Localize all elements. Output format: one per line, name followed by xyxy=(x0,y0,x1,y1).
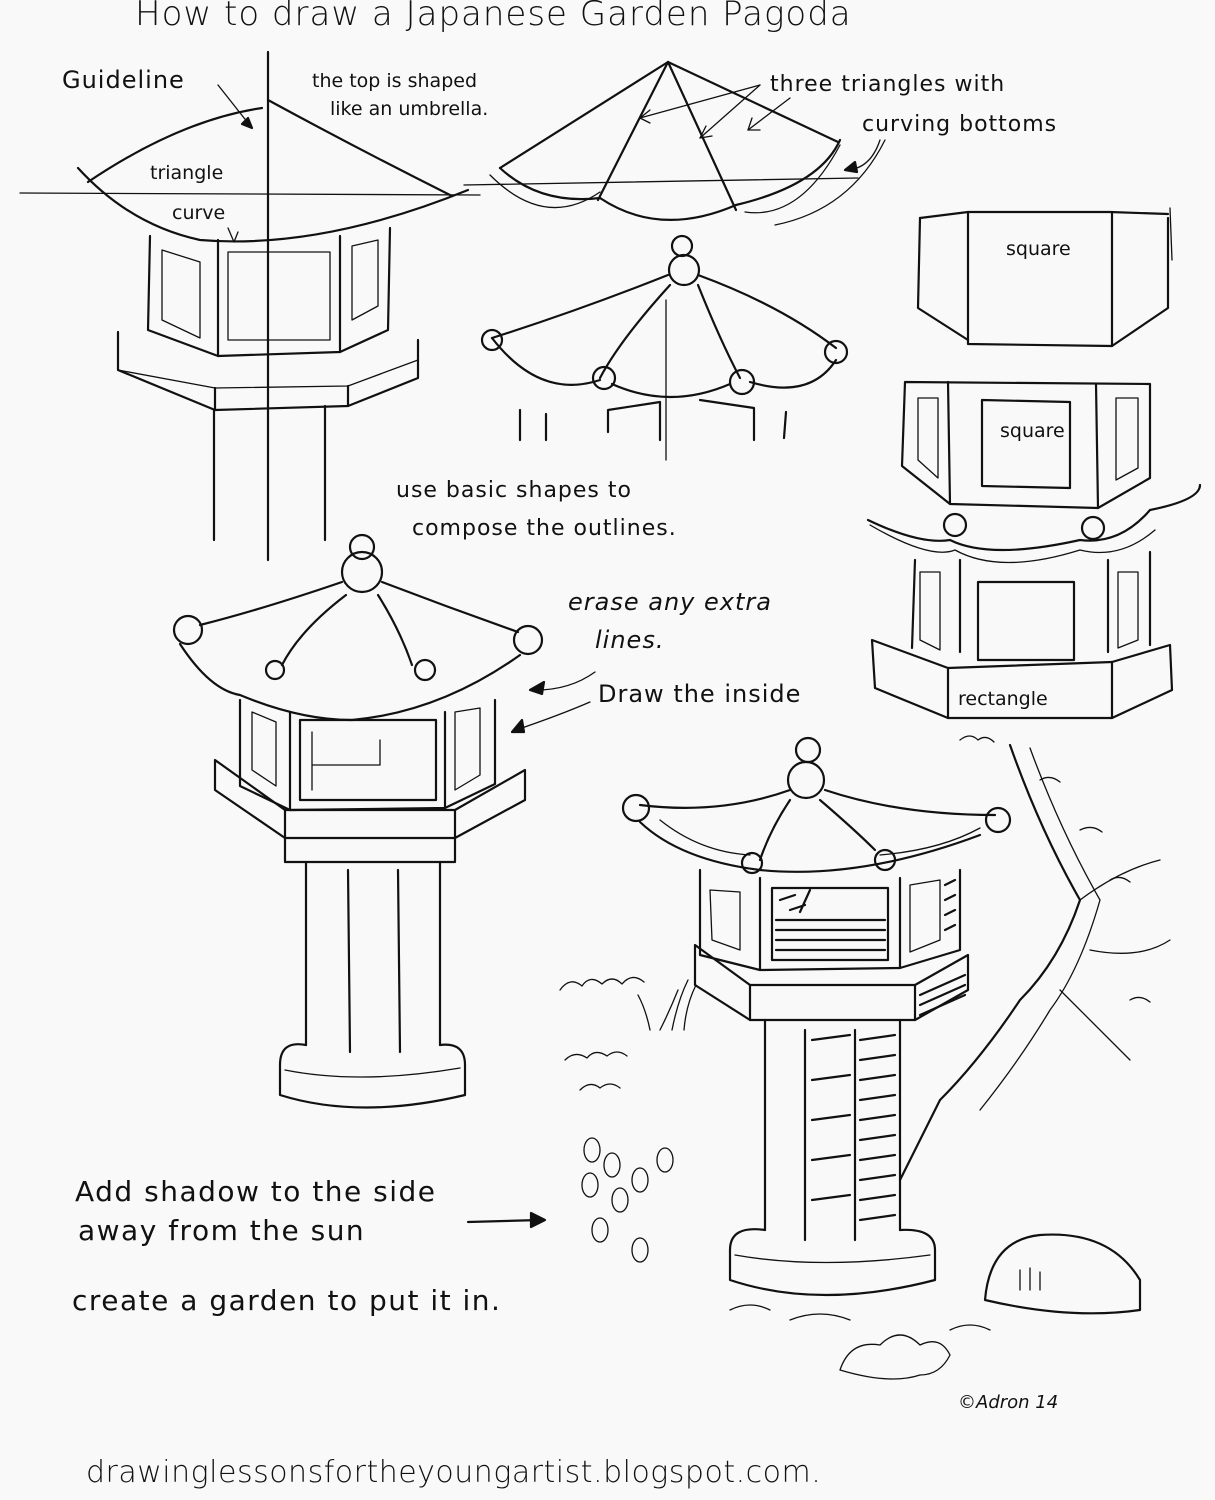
square-label-middle: square xyxy=(1000,420,1065,442)
three-triangles-note-line2: curving bottoms xyxy=(862,112,1058,137)
step-2-three-triangles xyxy=(463,60,886,226)
shadow-note-line2: away from the sun xyxy=(78,1214,366,1247)
rectangle-label: rectangle xyxy=(958,688,1048,710)
step-3-roof-with-knobs xyxy=(480,234,849,461)
draw-inside-note: Draw the inside xyxy=(598,680,802,708)
erase-note-line2: lines. xyxy=(595,626,665,654)
basic-shapes-note-line2: compose the outlines. xyxy=(412,516,677,541)
basic-shapes-note-line1: use basic shapes to xyxy=(396,478,632,503)
page-title: How to draw a Japanese Garden Pagoda xyxy=(135,0,852,34)
guideline-label: Guideline xyxy=(62,66,185,94)
step-6-roof-and-base-rectangle xyxy=(866,483,1202,720)
step-8-shaded-lantern-in-garden xyxy=(559,735,1171,1380)
shadow-arrow xyxy=(466,1211,547,1229)
signature: ©Adron 14 xyxy=(958,1392,1059,1413)
step-1-guideline-umbrella-roof xyxy=(19,50,481,562)
step-5-window-frames xyxy=(900,380,1152,510)
step-7-outlined-lantern xyxy=(172,533,596,1109)
curve-label: curve xyxy=(172,202,226,224)
umbrella-note-line1: the top is shaped xyxy=(312,70,478,92)
three-triangles-note-line1: three triangles with xyxy=(770,72,1006,97)
triangle-label: triangle xyxy=(150,162,224,184)
step-4-square-walls xyxy=(916,207,1173,348)
square-label-top: square xyxy=(1006,238,1071,260)
umbrella-note-line2: like an umbrella. xyxy=(330,98,489,120)
shadow-note-line1: Add shadow to the side xyxy=(75,1175,437,1208)
footer-url: drawinglessonsfortheyoungartist.blogspot… xyxy=(86,1455,822,1490)
erase-note-line1: erase any extra xyxy=(568,588,772,616)
garden-note: create a garden to put it in. xyxy=(72,1284,502,1317)
